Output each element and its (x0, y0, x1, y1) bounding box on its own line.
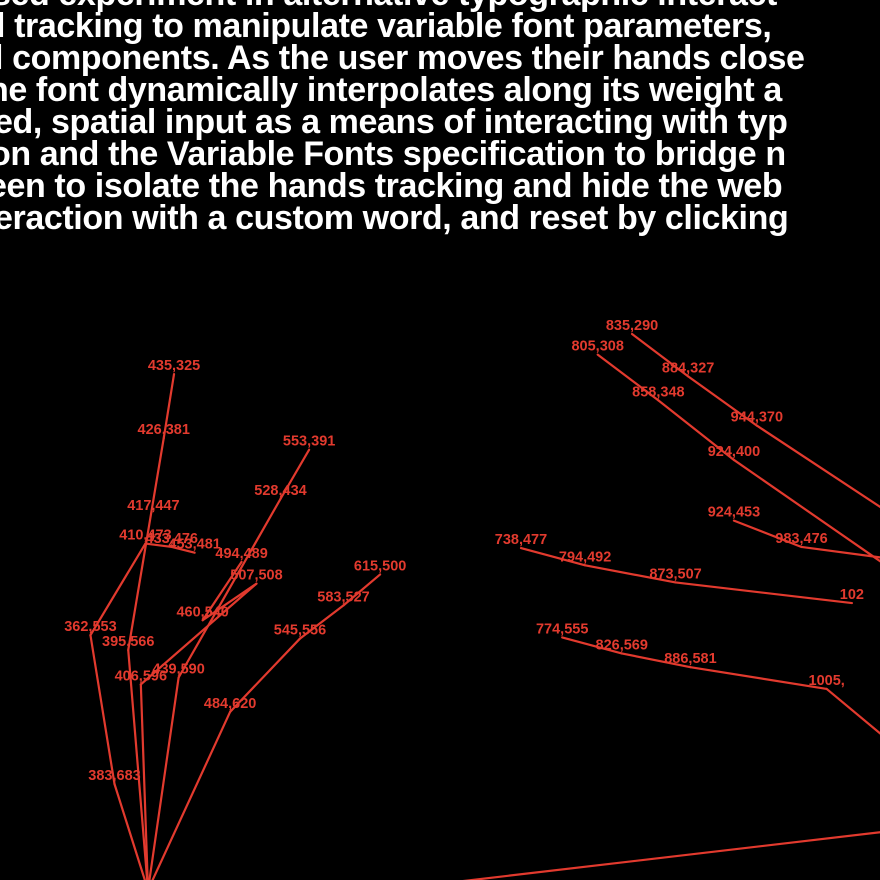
headline-line: sed experiment in alternative typographi… (0, 0, 880, 11)
right-hand-landmark-label: 924,400 (708, 444, 760, 460)
headline-line: he font dynamically interpolates along i… (0, 71, 782, 109)
left-hand-landmark-label: 453,481 (168, 537, 220, 553)
left-hand-landmark-label: 545,556 (274, 623, 326, 639)
right-hand-bone (755, 424, 880, 509)
left-hand-landmark-label: 553,391 (283, 434, 335, 450)
right-hand-bone (583, 564, 677, 584)
left-hand-bone (279, 448, 311, 500)
left-hand-landmark-label: 395,566 (102, 634, 154, 650)
right-hand-landmark-label: 774,555 (536, 621, 588, 637)
right-hand-bone (561, 636, 623, 655)
left-hand-landmark-label: 507,508 (230, 568, 282, 584)
right-hand-bone (657, 399, 736, 462)
right-hand-bone (800, 545, 880, 559)
right-hand-bone (687, 375, 758, 427)
right-hand-wrist-bone (462, 831, 880, 880)
left-hand-bone (89, 634, 116, 786)
left-hand-bone (229, 637, 302, 713)
left-hand-bone (139, 683, 149, 880)
right-hand-landmark-label: 873,507 (649, 566, 701, 582)
right-hand-bone (732, 519, 803, 549)
left-hand-landmark-label: 615,500 (354, 558, 406, 574)
headline-line: eraction with a custom word, and reset b… (0, 199, 789, 237)
left-hand-bone (89, 542, 147, 637)
left-hand-landmark-label: 417,447 (127, 498, 179, 514)
left-hand-landmark-label: 484,620 (204, 696, 256, 712)
right-hand-bone (825, 687, 880, 735)
left-hand-landmark-label: 362,553 (64, 619, 116, 635)
left-hand-landmark-label: 583,527 (317, 589, 369, 605)
left-hand-landmark-label: 460,540 (176, 604, 228, 620)
headline-line: on and the Variable Fonts specification … (0, 135, 786, 173)
headline-line: l tracking to manipulate variable font p… (0, 7, 772, 45)
right-hand-landmark-label: 826,569 (596, 637, 648, 653)
headline-line: ed, spatial input as a means of interact… (0, 103, 788, 141)
left-hand-bone (201, 560, 243, 622)
left-hand-landmark-label: 494,489 (215, 546, 267, 562)
left-hand-bone (177, 497, 282, 679)
left-hand-landmark-label: 435,325 (148, 358, 200, 374)
right-hand-bone (674, 581, 853, 605)
right-hand-landmark-label: 738,477 (495, 532, 547, 548)
left-hand-landmark-label: 433,476 (146, 531, 198, 547)
left-hand-bone (162, 372, 176, 440)
right-hand-landmark-label: 805,308 (571, 339, 623, 355)
left-hand-bone (151, 710, 232, 880)
left-hand-landmark-label: 528,434 (254, 483, 306, 499)
left-hand-bone (139, 582, 258, 686)
left-hand-bone (127, 648, 149, 880)
left-hand-landmark-label: 439,590 (152, 662, 204, 678)
left-hand-bone (201, 582, 258, 622)
right-hand-landmark-label: 102 (840, 587, 864, 603)
left-hand-bone (170, 545, 196, 554)
right-hand-landmark-label: 886,581 (664, 651, 716, 667)
right-hand-bone (630, 332, 690, 378)
left-hand-landmark-label: 406,596 (115, 668, 167, 684)
left-hand-landmark-label: 410,473 (119, 528, 171, 544)
right-hand-bone (620, 652, 692, 669)
left-hand-landmark-label: 383,683 (88, 768, 140, 784)
headline-line: een to isolate the hands tracking and hi… (0, 167, 783, 205)
right-hand-landmark-label: 835,290 (606, 318, 658, 334)
right-hand-landmark-label: 924,453 (708, 505, 760, 521)
left-hand-bone (127, 437, 165, 652)
left-hand-bone (144, 542, 173, 549)
right-hand-bone (519, 547, 587, 567)
left-hand-bone (113, 782, 146, 880)
right-hand-landmark-label: 944,370 (731, 410, 783, 426)
right-hand-landmark-label: 1005, (809, 673, 845, 689)
left-hand-bone (342, 573, 382, 607)
right-hand-bone (596, 353, 660, 402)
left-hand-bone (148, 676, 180, 880)
right-hand-landmark-label: 794,492 (559, 549, 611, 565)
headline-line: l components. As the user moves their ha… (0, 39, 805, 77)
description-text: sed experiment in alternative typographi… (0, 0, 880, 237)
right-hand-landmark-label: 983,476 (775, 531, 827, 547)
left-hand-landmark-label: 426,381 (138, 422, 190, 438)
right-hand-landmark-label: 858,348 (632, 384, 684, 400)
left-hand-bone (298, 604, 345, 640)
right-hand-bone (689, 666, 828, 691)
right-hand-landmark-label: 884,327 (662, 360, 714, 376)
